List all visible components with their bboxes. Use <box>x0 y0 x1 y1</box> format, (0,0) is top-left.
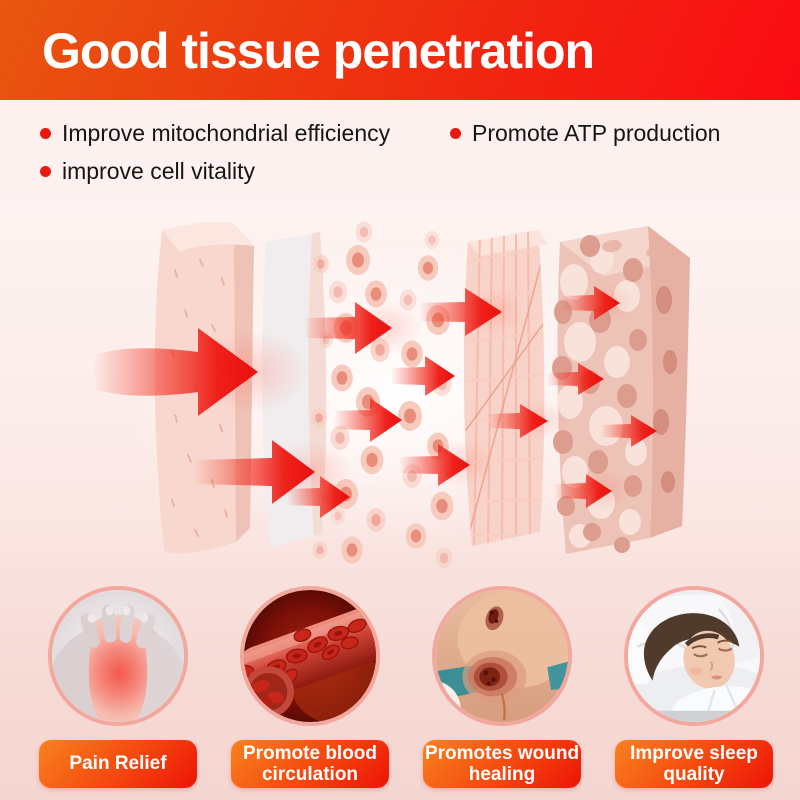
cell-layer-2 <box>398 231 454 569</box>
closed-eye <box>717 647 733 652</box>
benefit-label: Improve mitochondrial efficiency <box>62 120 391 146</box>
large-wound <box>462 650 527 721</box>
side-tissue-blobs <box>653 286 677 493</box>
blood-vessel-photo <box>240 586 380 726</box>
red-penetration-arrow <box>95 328 258 416</box>
feature-badge-sleep-quality: Improve sleep quality <box>615 740 773 788</box>
feature-label: Pain Relief <box>69 753 167 775</box>
feature-label: Promote blood circulation <box>242 742 378 785</box>
feature-label: Improve sleep quality <box>630 742 758 785</box>
red-penetration-arrow <box>305 302 392 354</box>
tissue-penetration-illustration <box>95 221 690 569</box>
red-penetration-arrow <box>195 440 315 504</box>
mattress-edge <box>628 710 760 722</box>
red-penetration-arrow <box>488 404 548 438</box>
woman-face <box>643 613 740 689</box>
red-penetration-arrow <box>400 444 470 486</box>
header-banner: Good tissue penetration <box>0 0 800 100</box>
knee-pain-photo <box>48 586 188 726</box>
benefit-item: improve cell vitality <box>40 158 255 185</box>
red-penetration-arrow <box>555 474 612 508</box>
benefit-item: Promote ATP production <box>450 120 720 147</box>
bullet-dot-icon <box>40 166 51 177</box>
bullet-dot-icon <box>40 128 51 139</box>
closed-eye <box>693 653 708 658</box>
vessel-cut-end <box>244 666 294 718</box>
page-title: Good tissue penetration <box>42 23 595 79</box>
benefit-item: Improve mitochondrial efficiency <box>40 120 390 147</box>
red-penetration-arrow <box>601 415 657 447</box>
red-penetration-arrow <box>288 476 350 518</box>
feature-label: Promotes wound healing <box>424 742 580 785</box>
red-penetration-arrow <box>563 286 620 320</box>
benefit-label: improve cell vitality <box>62 158 255 184</box>
red-penetration-arrow <box>420 288 502 336</box>
wound-healing-photo <box>432 586 572 726</box>
red-penetration-arrow <box>335 398 402 442</box>
sleeping-woman-photo <box>624 586 764 726</box>
collagen-mesh-layer <box>463 230 548 546</box>
penetration-arrows <box>95 286 657 518</box>
benefit-label: Promote ATP production <box>472 120 721 146</box>
bullet-dot-icon <box>450 128 461 139</box>
feature-badge-blood-circulation: Promote blood circulation <box>231 740 389 788</box>
cell-layer-1 <box>329 221 390 564</box>
small-wound <box>485 606 504 631</box>
red-penetration-arrow <box>392 356 455 396</box>
feature-badge-pain-relief: Pain Relief <box>39 740 197 788</box>
red-penetration-arrow <box>548 363 604 395</box>
feature-badge-wound-healing: Promotes wound healing <box>423 740 581 788</box>
